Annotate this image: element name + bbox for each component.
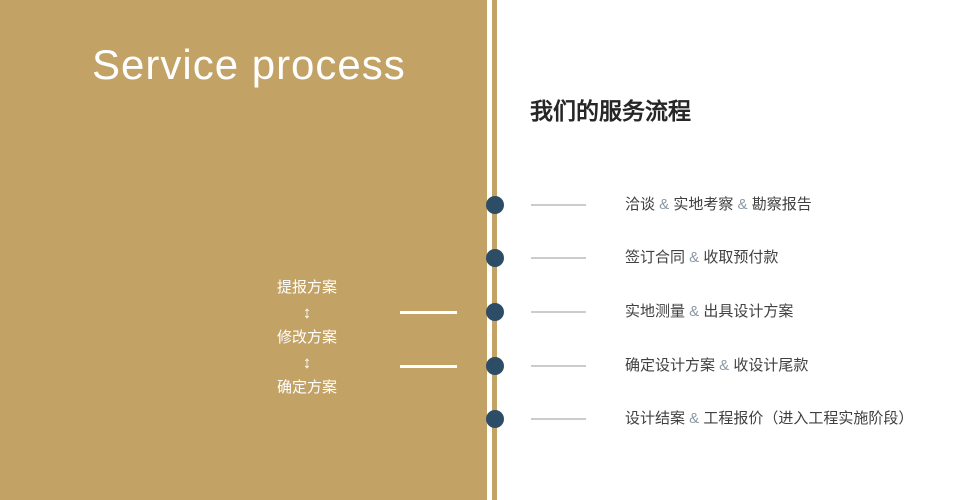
left-gold-panel: Service process 提报方案 ↕ 修改方案 ↕ 确定方案 xyxy=(0,0,487,500)
step-text-part: 勘察报告 xyxy=(751,196,812,213)
ampersand-separator: & xyxy=(733,196,752,213)
step-text: 洽谈 & 实地考察 & 勘察报告 xyxy=(625,195,812,215)
plan-label-confirm: 确定方案 xyxy=(276,379,337,396)
step-tick-line xyxy=(531,257,586,259)
ampersand-separator: & xyxy=(685,303,704,320)
section-heading: 我们的服务流程 xyxy=(530,98,691,124)
step-text: 签订合同 & 收取预付款 xyxy=(625,248,778,268)
plan-label-submit: 提报方案 xyxy=(276,279,337,296)
connector-line-bottom xyxy=(400,365,457,368)
up-down-arrow-icon: ↕ xyxy=(302,353,312,372)
ampersand-separator: & xyxy=(715,357,734,374)
plan-label-revise: 修改方案 xyxy=(276,329,337,346)
step-text-part: 实地考察 xyxy=(673,196,734,213)
step-text: 确定设计方案 & 收设计尾款 xyxy=(625,356,808,376)
step-text-part: 洽谈 xyxy=(625,196,656,213)
step-text: 设计结案 & 工程报价（进入工程实施阶段） xyxy=(625,409,913,429)
step-text: 实地测量 & 出具设计方案 xyxy=(625,302,793,322)
ampersand-separator: & xyxy=(685,249,704,266)
step-text-part: 确定设计方案 xyxy=(625,357,716,374)
step-text-part: 工程报价（进入工程实施阶段） xyxy=(703,410,914,427)
page-title: Service process xyxy=(92,41,406,88)
step-text-part: 收取预付款 xyxy=(703,249,779,266)
ampersand-separator: & xyxy=(685,410,704,427)
step-text-part: 实地测量 xyxy=(625,303,686,320)
timeline-line xyxy=(492,0,497,500)
connector-line-top xyxy=(400,311,457,314)
step-text-part: 设计结案 xyxy=(625,410,686,427)
plan-flow: 提报方案 ↕ 修改方案 ↕ 确定方案 xyxy=(252,275,362,400)
step-tick-line xyxy=(531,365,586,367)
step-tick-line xyxy=(531,311,586,313)
step-tick-line xyxy=(531,204,586,206)
step-text-part: 收设计尾款 xyxy=(733,357,809,374)
ampersand-separator: & xyxy=(655,196,674,213)
step-tick-line xyxy=(531,418,586,420)
up-down-arrow-icon: ↕ xyxy=(302,303,312,322)
step-text-part: 签订合同 xyxy=(625,249,686,266)
step-text-part: 出具设计方案 xyxy=(703,303,794,320)
